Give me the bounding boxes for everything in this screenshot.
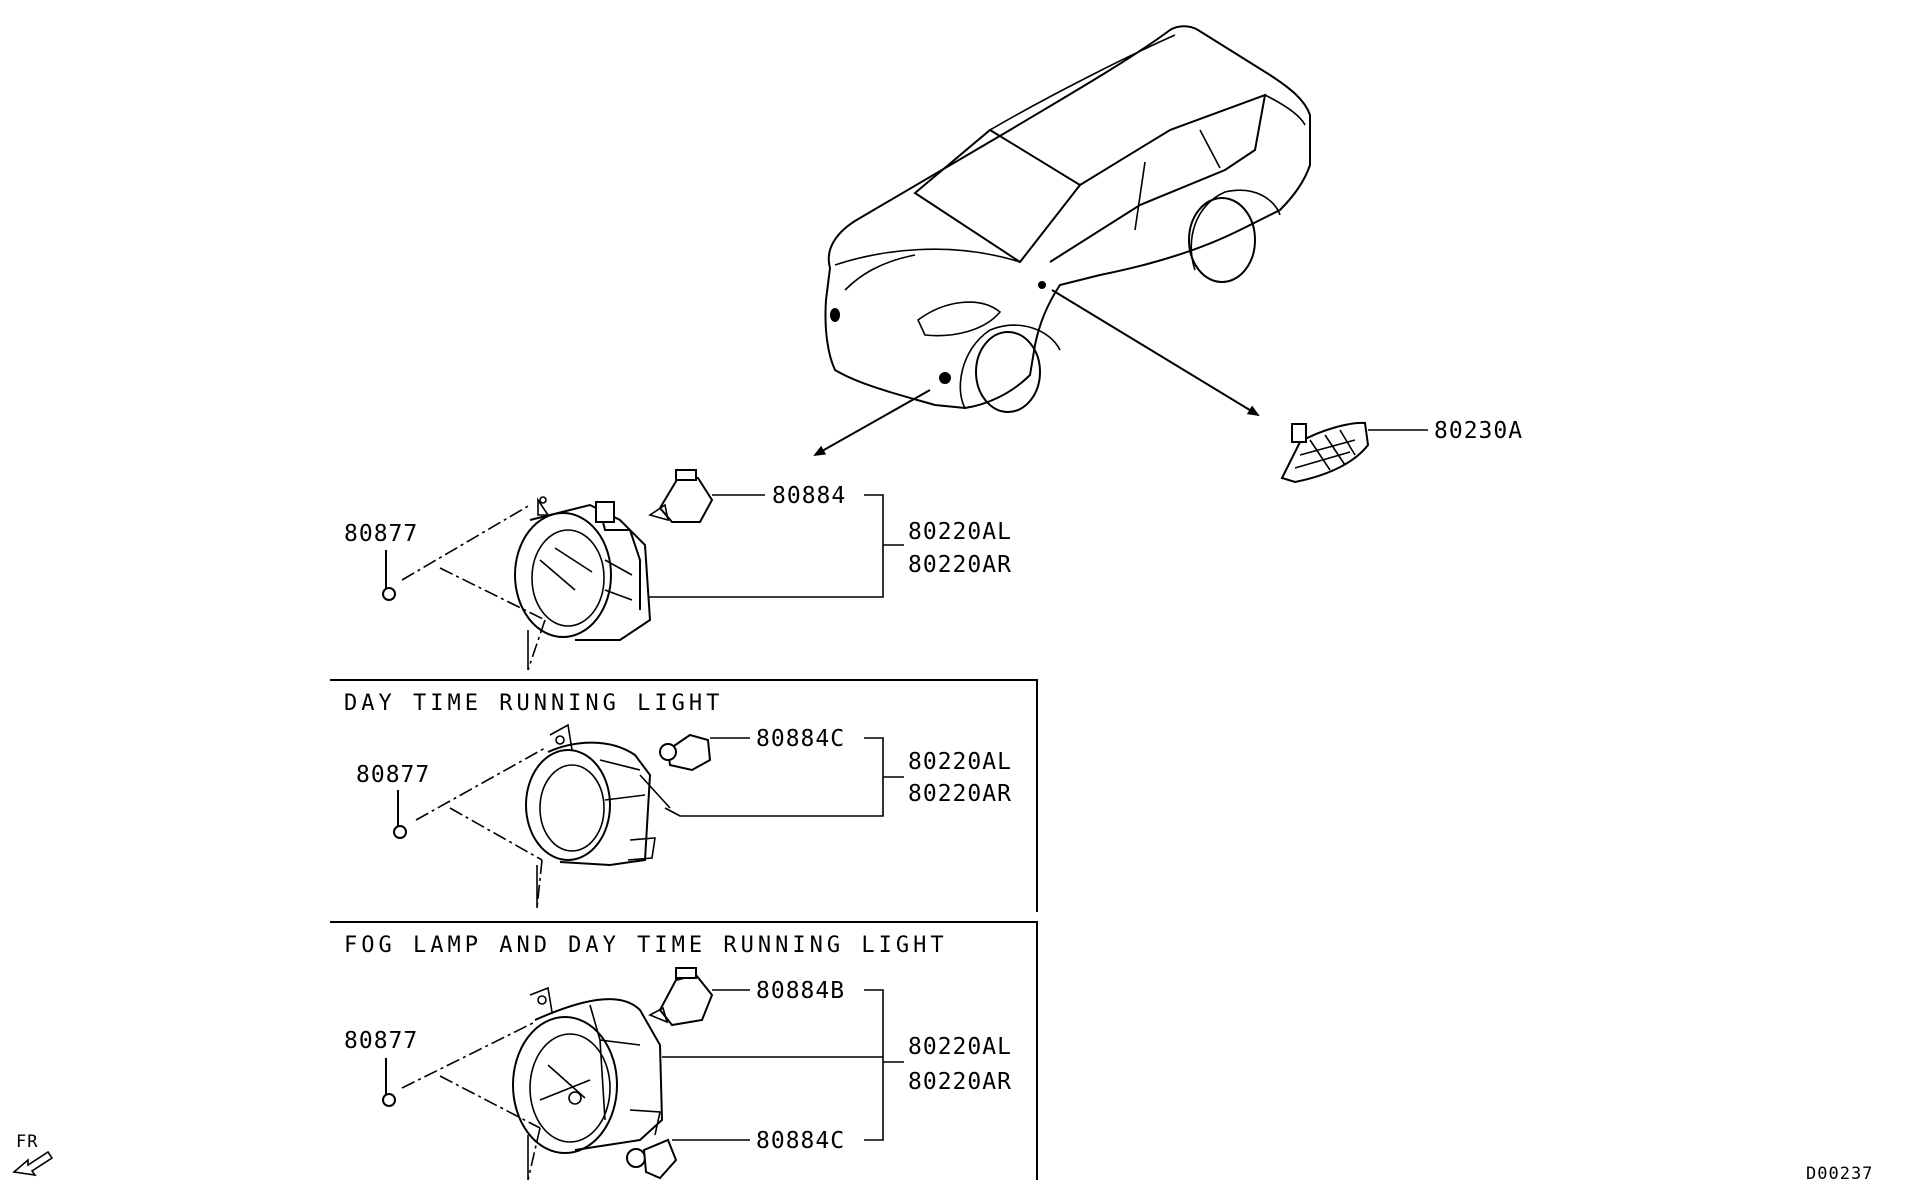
part-number-80884: 80884 <box>772 483 846 509</box>
side-marker-arrow <box>1051 289 1260 417</box>
drl-lamp-assembly <box>525 723 671 867</box>
part-number-80230a: 80230A <box>1434 418 1523 444</box>
part-number-80220al-3: 80220AL <box>908 1034 1012 1060</box>
part-number-80220al-2: 80220AL <box>908 749 1012 775</box>
front-label: FR <box>16 1132 38 1152</box>
fog-drl-bulb-c <box>626 1138 678 1180</box>
part-number-80884c-2: 80884C <box>756 1128 845 1154</box>
part-number-80220ar-2: 80220AR <box>908 781 1012 807</box>
part-number-80884b: 80884B <box>756 978 845 1004</box>
screw-2 <box>393 790 407 839</box>
part-number-80220al-1: 80220AL <box>908 519 1012 545</box>
fog-lamp-assembly <box>514 496 652 641</box>
part-number-80877-3: 80877 <box>344 1028 418 1054</box>
part-number-80884c-1: 80884C <box>756 726 845 752</box>
fog-bulb <box>648 469 714 523</box>
front-direction-indicator: FR <box>12 1132 54 1177</box>
fog-lamp-arrow <box>813 389 931 456</box>
front-arrow-icon <box>12 1150 54 1177</box>
section-title-fog-drl: FOG LAMP AND DAY TIME RUNNING LIGHT <box>344 933 948 958</box>
diagram-code: D00237 <box>1806 1164 1873 1184</box>
section-title-drl: DAY TIME RUNNING LIGHT <box>344 691 723 716</box>
vehicle-illustration <box>824 25 1311 413</box>
screw-3 <box>382 1058 396 1107</box>
part-number-80877-2: 80877 <box>356 762 430 788</box>
part-number-80220ar-1: 80220AR <box>908 552 1012 578</box>
side-marker-lamp <box>1280 421 1370 484</box>
part-number-80877-1: 80877 <box>344 521 418 547</box>
screw-1 <box>382 550 396 601</box>
fog-drl-lamp-assembly <box>512 986 664 1154</box>
drl-bulb <box>659 733 712 772</box>
part-number-80220ar-3: 80220AR <box>908 1069 1012 1095</box>
fog-drl-bulb-b <box>648 967 714 1027</box>
